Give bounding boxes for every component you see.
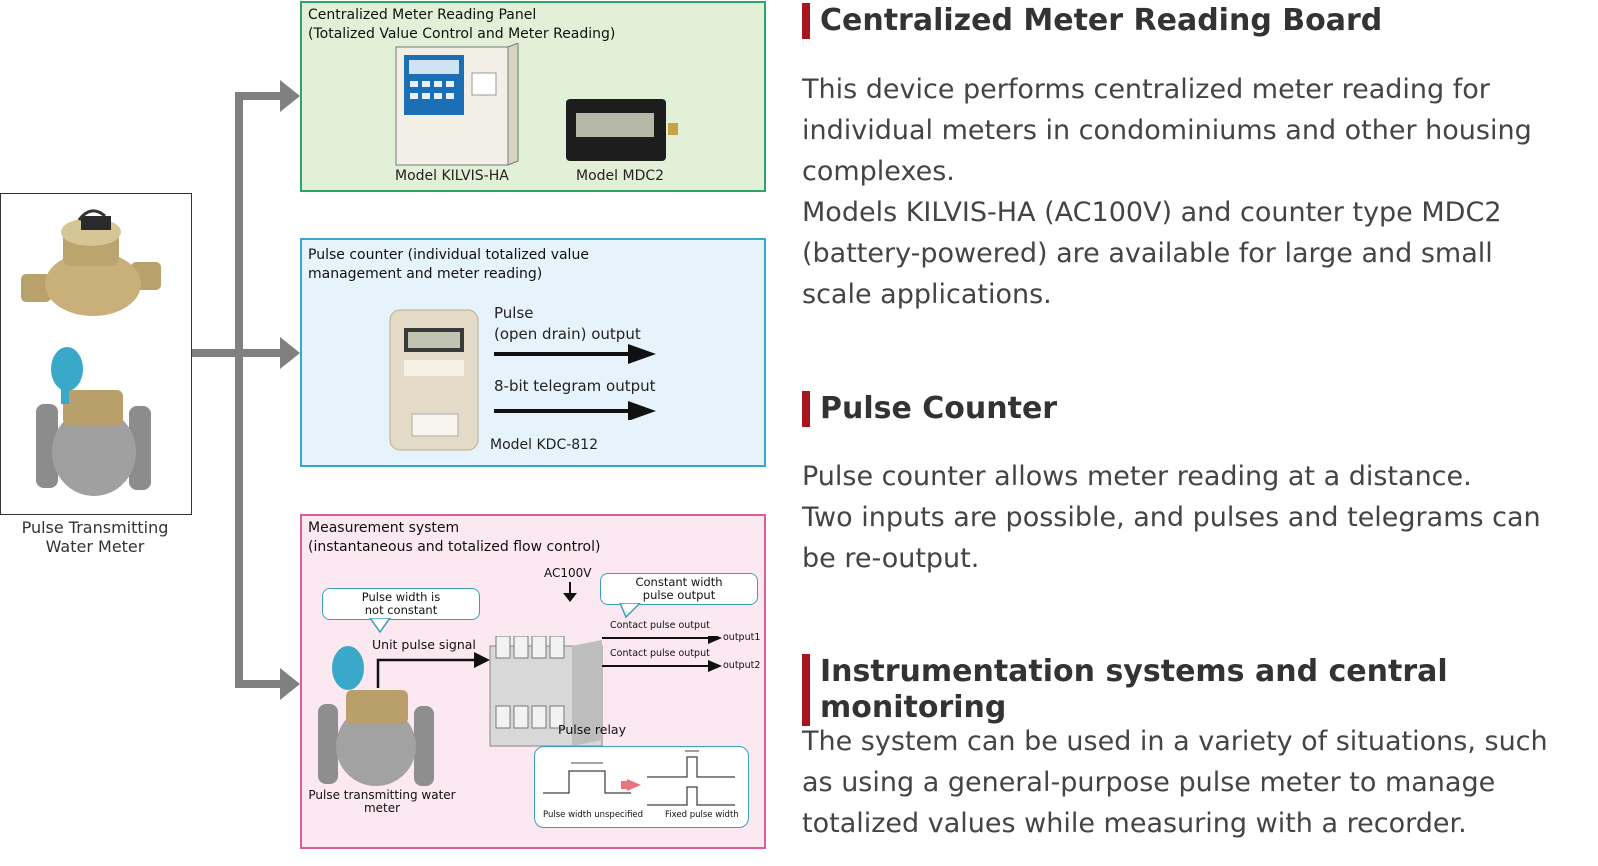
ac-arrow	[563, 582, 577, 602]
heading-instrumentation: Instrumentation systems and central moni…	[802, 654, 1598, 726]
pulse-output-label: Pulse (open drain) output	[494, 304, 641, 343]
water-meter-illustration	[21, 209, 161, 496]
measurement-system-panel: Measurement system (instantaneous and to…	[300, 514, 766, 849]
pulse-relay-label: Pulse relay	[558, 722, 626, 737]
flanged-meter-image	[318, 646, 434, 786]
central-reading-panel: Centralized Meter Reading Panel (Totaliz…	[300, 1, 766, 192]
output2-label: output2	[723, 660, 761, 671]
panel-title: Measurement system (instantaneous and to…	[308, 520, 601, 555]
model-kilvis-label: Model KILVIS-HA	[395, 168, 509, 184]
text-central-board: This device performs centralized meter r…	[802, 74, 1532, 310]
panel-title: Centralized Meter Reading Panel (Totaliz…	[308, 7, 616, 42]
waveform-diagram	[543, 750, 735, 806]
model-kdc812-label: Model KDC-812	[490, 437, 598, 453]
ac-supply-label: AC100V	[544, 566, 592, 580]
kdc812-counter-image	[389, 309, 479, 451]
waveform-box: Pulse width unspecified Fixed pulse widt…	[534, 746, 749, 828]
unit-pulse-signal-label: Unit pulse signal	[372, 637, 476, 652]
bubble-tail	[619, 603, 642, 619]
pulse-counter-panel: Pulse counter (individual totalized valu…	[300, 238, 766, 467]
water-meter-image-box	[0, 193, 192, 515]
text-instrumentation: The system can be used in a variety of s…	[802, 726, 1548, 839]
contact-output-label-2: Contact pulse output	[610, 648, 710, 659]
bubble-tail	[369, 618, 391, 634]
text-pulse-counter: Pulse counter allows meter reading at a …	[802, 461, 1541, 574]
wave-unspecified-label: Pulse width unspecified	[543, 810, 644, 820]
connector-arrows	[190, 80, 300, 700]
kilvis-cabinet-image	[395, 43, 519, 166]
output1-label: output1	[723, 632, 761, 643]
heading-pulse-counter: Pulse Counter	[802, 391, 1057, 427]
measurement-diagram	[376, 636, 722, 747]
telegram-output-label: 8-bit telegram output	[494, 377, 656, 395]
flanged-meter-label: Pulse transmitting water meter	[308, 788, 456, 815]
mdc2-counter-image	[566, 99, 678, 161]
bubble-constant-width: Constant width pulse output	[600, 573, 758, 605]
heading-central-board: Centralized Meter Reading Board	[802, 3, 1382, 39]
contact-output-label-1: Contact pulse output	[610, 620, 710, 631]
model-mdc2-label: Model MDC2	[576, 168, 665, 184]
panel-title: Pulse counter (individual totalized valu…	[308, 247, 589, 282]
wave-fixed-label: Fixed pulse width	[665, 810, 739, 820]
bubble-not-constant: Pulse width is not constant	[322, 588, 480, 620]
meter-caption: Pulse Transmitting Water Meter	[21, 518, 169, 556]
output-arrows	[494, 344, 656, 420]
